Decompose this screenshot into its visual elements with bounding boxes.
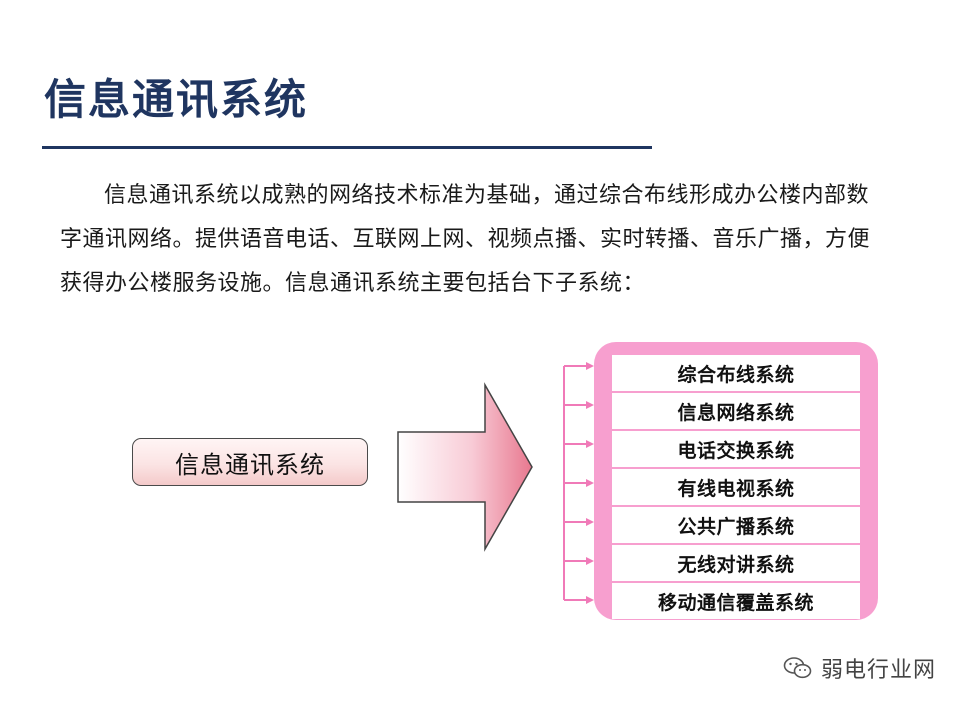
slide-title: 信息通讯系统 [44,75,309,124]
source-system-box: 信息通讯系统 [132,438,368,486]
watermark-text: 弱电行业网 [820,658,936,683]
intro-paragraph: 信息通讯系统以成熟的网络技术标准为基础，通过综合布线形成办公楼内部数字通讯网络。… [60,183,871,296]
subsystem-panel: 综合布线系统 信息网络系统 电话交换系统 有线电视系统 公共广播系统 无线对讲系… [594,342,878,620]
subsystem-list: 综合布线系统 信息网络系统 电话交换系统 有线电视系统 公共广播系统 无线对讲系… [612,355,860,621]
bracket-connector [563,362,594,604]
subsystem-item: 综合布线系统 [612,355,860,391]
subsystem-item: 移动通信覆盖系统 [612,583,860,619]
source-system-label: 信息通讯系统 [175,450,325,479]
subsystem-item: 公共广播系统 [612,507,860,543]
big-right-arrow [397,382,533,552]
title-underline [42,146,652,149]
wechat-icon [783,657,812,679]
subsystem-item: 无线对讲系统 [612,545,860,581]
watermark: 弱电行业网 [783,652,936,684]
subsystem-item: 电话交换系统 [612,431,860,467]
subsystem-item: 有线电视系统 [612,469,860,505]
subsystem-item: 信息网络系统 [612,393,860,429]
